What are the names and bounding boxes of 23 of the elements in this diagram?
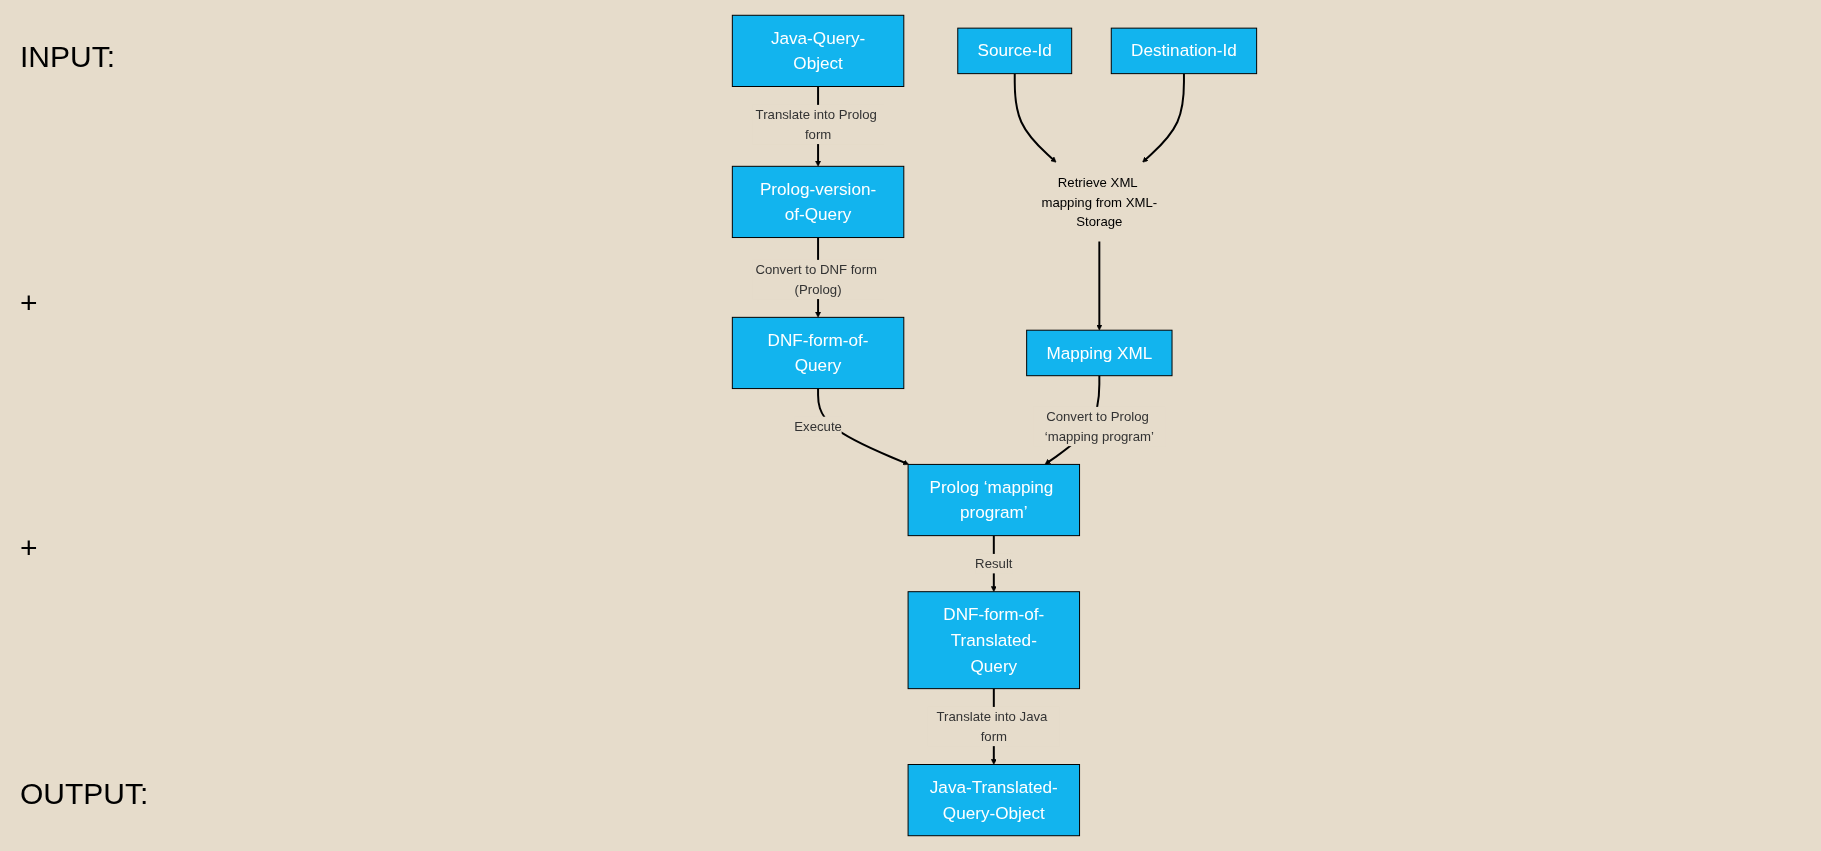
- node-box: Destination-Id: [1110, 27, 1258, 75]
- node-box: Prolog-version-of-Query: [732, 165, 905, 239]
- arrow: [1013, 72, 1057, 163]
- node-box: Prolog ‘mapping program’: [907, 463, 1081, 537]
- edge-label: Translate into Java form: [936, 709, 1048, 744]
- label-text: +: [20, 285, 39, 320]
- arrow: [1142, 72, 1186, 163]
- arrow: [1096, 240, 1103, 331]
- node-box: Mapping XML: [1026, 329, 1173, 377]
- node-box: Java-Translated-Query-Object: [907, 764, 1081, 837]
- node-box: DNF-form-of-Translated-Query: [907, 591, 1081, 690]
- label-text: +: [20, 531, 39, 566]
- edge-label: Convert to Prolog ‘mapping program’: [1044, 409, 1155, 444]
- node-box: DNF-form-of-Query: [732, 316, 905, 390]
- label-text: INPUT:: [20, 40, 116, 74]
- edge-label: Translate into Prolog form: [755, 107, 878, 142]
- edge-label: Result: [975, 556, 1013, 571]
- node-box: Source-Id: [957, 27, 1073, 75]
- edge-label: Execute: [794, 419, 843, 434]
- label-text: OUTPUT:: [20, 776, 149, 811]
- edge-label: Convert to DNF form (Prolog): [755, 262, 878, 297]
- node-box: Java-Query-Object: [732, 14, 905, 87]
- node-text: Retrieve XML mapping from XML-Storage: [1041, 174, 1158, 229]
